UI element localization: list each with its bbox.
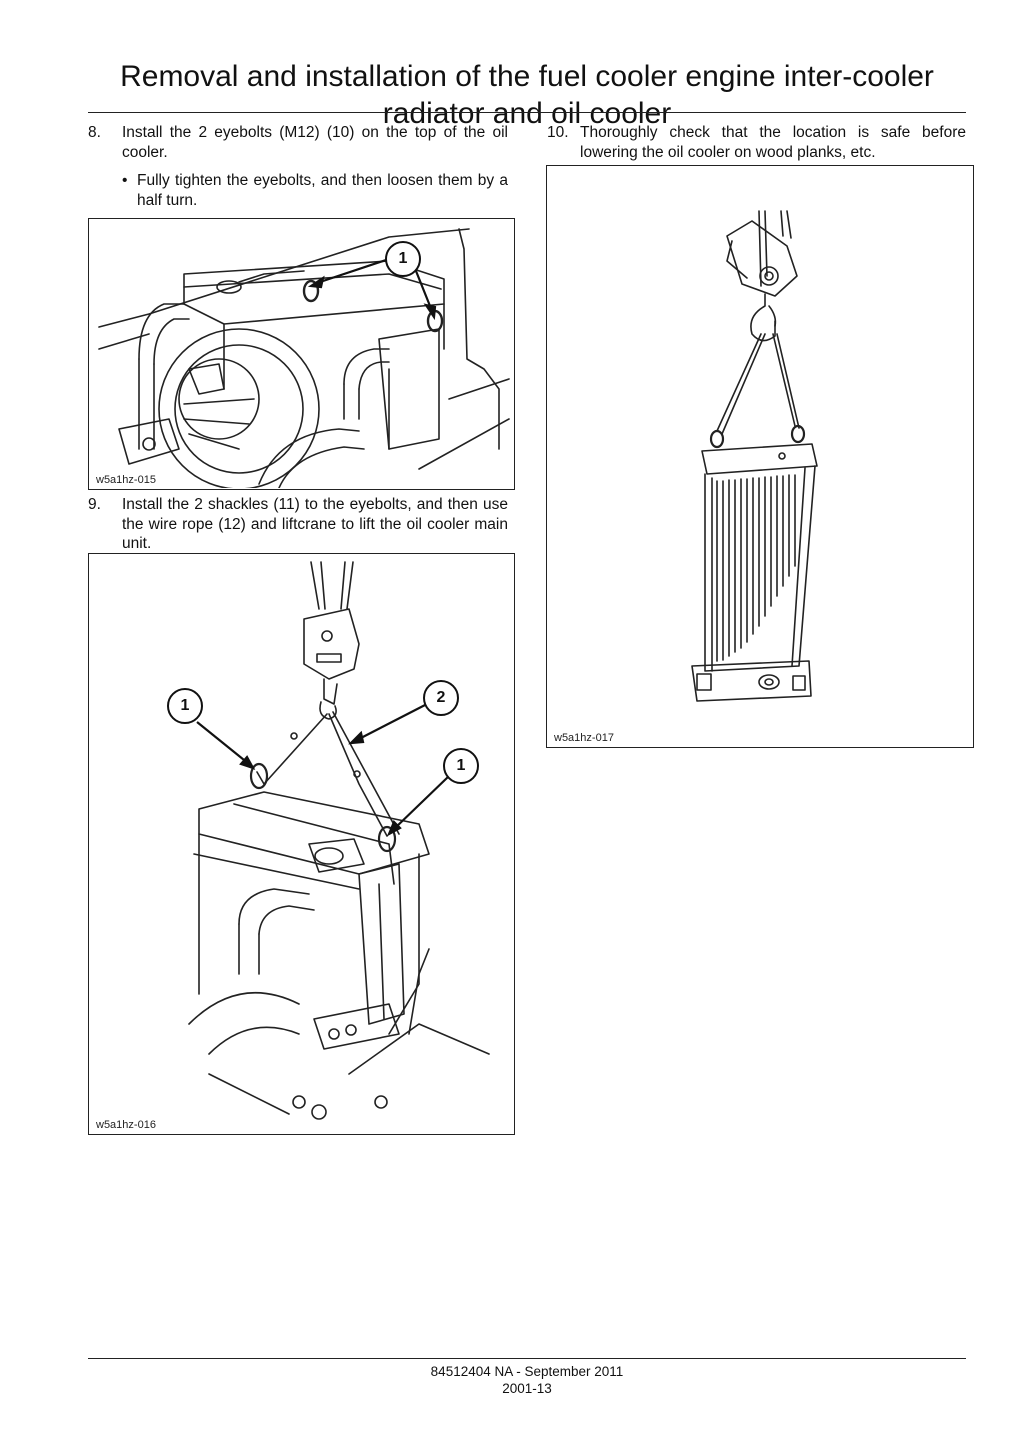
step-text: Thoroughly check that the location is sa… (580, 124, 966, 161)
figure-id: w5a1hz-016 (94, 1119, 158, 1131)
page-title: Removal and installation of the fuel coo… (120, 60, 934, 131)
figure-lift: 1 2 1 w5a1hz-016 (88, 553, 515, 1135)
callout-badge: 2 (423, 680, 459, 716)
callout-leaders (307, 257, 437, 321)
step-text: Install the 2 eyebolts (M12) (10) on the… (122, 124, 508, 161)
footer-doc: 84512404 NA - September 2011 (430, 1364, 624, 1379)
title-divider (88, 112, 966, 113)
figure-id: w5a1hz-015 (94, 474, 158, 486)
callout-badge: 1 (443, 748, 479, 784)
step-9: 9. Install the 2 shackles (11) to the ey… (88, 495, 508, 555)
footer-divider (88, 1358, 966, 1359)
figure-suspended: w5a1hz-017 (546, 165, 974, 748)
step-8: 8. Install the 2 eyebolts (M12) (10) on … (88, 123, 508, 163)
shackles-wire-rope-lift-illustration (188, 561, 490, 1120)
callout-badge: 1 (167, 688, 203, 724)
step-number: 9. (88, 496, 101, 513)
figure-eyebolts: 1 w5a1hz-015 (88, 218, 515, 490)
step-8-bullet: • Fully tighten the eyebolts, and then l… (122, 171, 508, 210)
step-number: 10. (547, 124, 569, 141)
callout-leaders (196, 703, 450, 837)
bullet-text: Fully tighten the eyebolts, and then loo… (137, 172, 508, 209)
bullet-icon: • (122, 172, 128, 189)
figure-id: w5a1hz-017 (552, 732, 616, 744)
callout-badge: 1 (385, 241, 421, 277)
step-10: 10. Thoroughly check that the location i… (547, 123, 966, 163)
step-number: 8. (88, 124, 101, 141)
footer-page-number: 2001-13 (502, 1381, 552, 1396)
step-text: Install the 2 shackles (11) to the eyebo… (122, 496, 508, 552)
suspended-oil-cooler-illustration (691, 210, 818, 702)
